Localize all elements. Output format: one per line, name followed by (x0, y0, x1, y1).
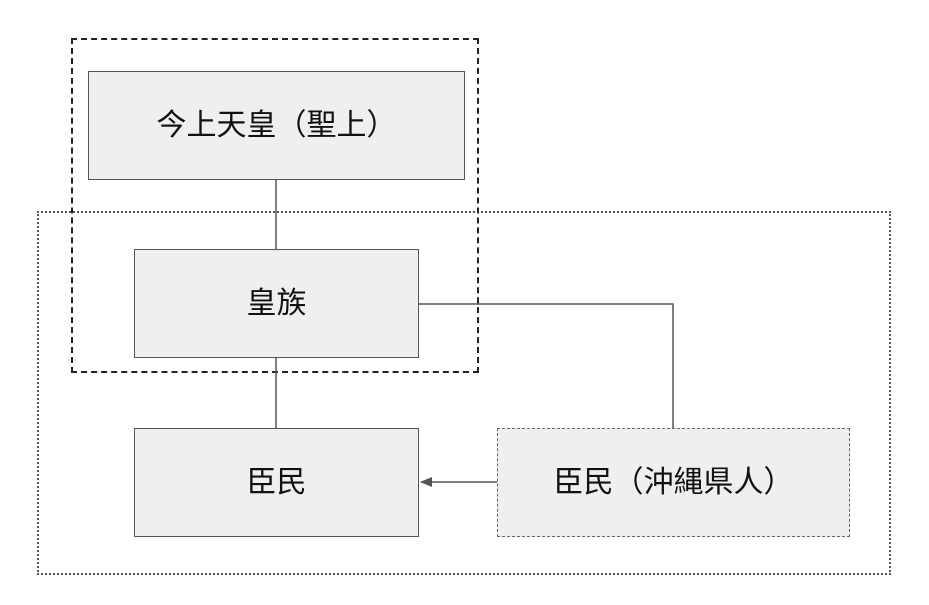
node-imperial-family-label: 皇族 (246, 285, 307, 321)
node-emperor: 今上天皇（聖上） (88, 71, 465, 180)
node-subjects-label: 臣民 (246, 464, 307, 500)
subjects-group-outline (37, 211, 891, 575)
node-okinawan-subjects: 臣民（沖縄県人） (497, 428, 850, 537)
node-okinawan-subjects-label: 臣民（沖縄県人） (553, 464, 794, 500)
node-emperor-label: 今上天皇（聖上） (156, 107, 397, 143)
imperial-group-outline (71, 38, 479, 373)
node-imperial-family: 皇族 (134, 249, 419, 358)
node-subjects: 臣民 (134, 428, 419, 537)
